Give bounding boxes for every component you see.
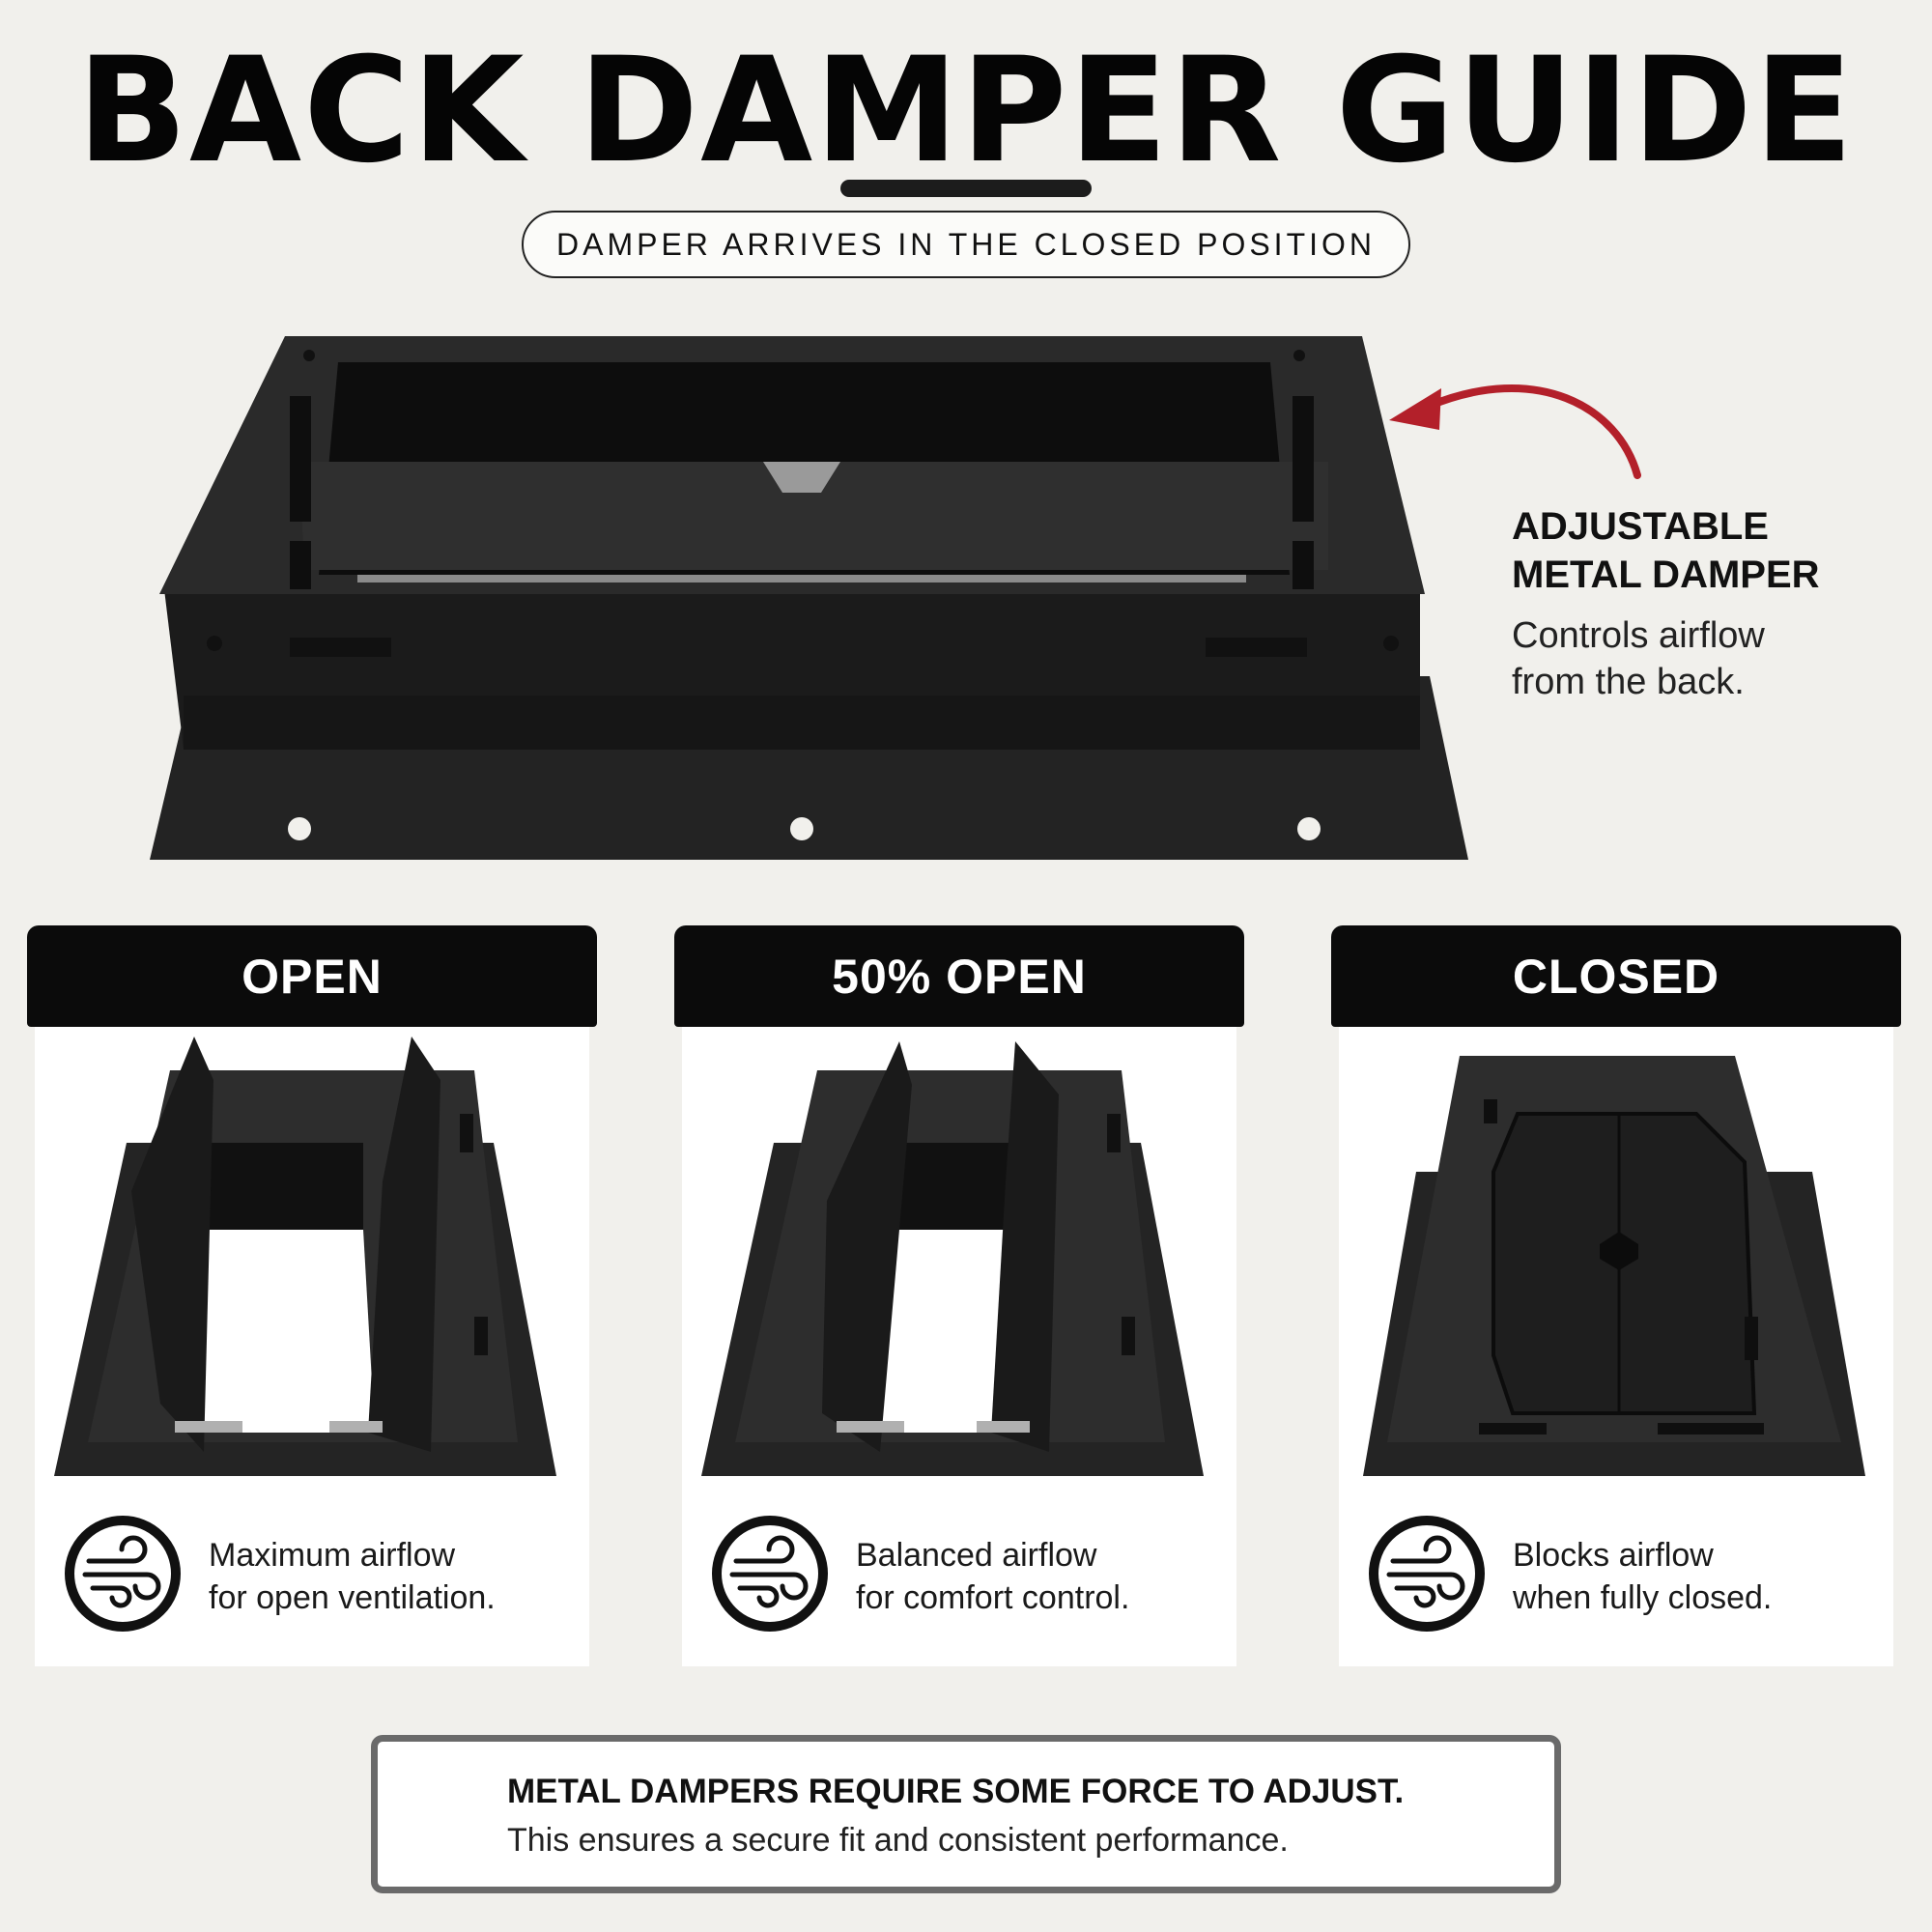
card-open: OPEN Maximum airflow for open ventilatio… <box>27 925 597 1708</box>
card-closed-line2: when fully closed. <box>1513 1579 1773 1616</box>
callout-desc-line2: from the back. <box>1512 662 1745 702</box>
title-underline <box>840 180 1092 197</box>
damper-callout: ADJUSTABLE METAL DAMPER Controls airflow… <box>1512 502 1918 705</box>
wind-icon <box>65 1516 181 1632</box>
damper-hero-illustration <box>150 336 1468 860</box>
curved-arrow-icon <box>1389 384 1641 479</box>
force-note-box: METAL DAMPERS REQUIRE SOME FORCE TO ADJU… <box>371 1735 1561 1893</box>
note-description: This ensures a secure fit and consistent… <box>507 1822 1289 1859</box>
card-open-line2: for open ventilation. <box>209 1579 496 1616</box>
damper-closed-illustration <box>1363 1056 1865 1476</box>
card-closed-header: CLOSED <box>1331 925 1901 1027</box>
card-half-open-header: 50% OPEN <box>674 925 1244 1027</box>
subtitle-pill: DAMPER ARRIVES IN THE CLOSED POSITION <box>522 211 1410 278</box>
damper-open-illustration <box>54 1037 556 1476</box>
card-half-open: 50% OPEN Balanced airflow for comfort co… <box>674 925 1244 1708</box>
card-closed-body: Blocks airflow when fully closed. <box>1339 1027 1893 1666</box>
card-open-body: Maximum airflow for open ventilation. <box>35 1027 589 1666</box>
callout-title-line2: METAL DAMPER <box>1512 554 1820 596</box>
card-half-open-text: Balanced airflow for comfort control. <box>856 1534 1129 1619</box>
card-closed-text: Blocks airflow when fully closed. <box>1513 1534 1772 1619</box>
card-open-line1: Maximum airflow <box>209 1537 456 1574</box>
callout-desc-line1: Controls airflow <box>1512 615 1765 656</box>
damper-half-open-illustration <box>701 1041 1204 1476</box>
callout-description: Controls airflow from the back. <box>1512 612 1918 705</box>
card-half-open-line2: for comfort control. <box>856 1579 1130 1616</box>
wind-icon <box>712 1516 828 1632</box>
note-title: METAL DAMPERS REQUIRE SOME FORCE TO ADJU… <box>507 1773 1405 1810</box>
card-closed-line1: Blocks airflow <box>1513 1537 1714 1574</box>
card-closed: CLOSED Blocks airflow when fully closed. <box>1331 925 1901 1708</box>
card-half-open-body: Balanced airflow for comfort control. <box>682 1027 1236 1666</box>
card-half-open-line1: Balanced airflow <box>856 1537 1097 1574</box>
wind-icon <box>1369 1516 1485 1632</box>
page-title: BACK DAMPER GUIDE <box>76 27 1856 195</box>
card-open-header: OPEN <box>27 925 597 1027</box>
callout-title-line1: ADJUSTABLE <box>1512 505 1769 548</box>
card-open-text: Maximum airflow for open ventilation. <box>209 1534 496 1619</box>
